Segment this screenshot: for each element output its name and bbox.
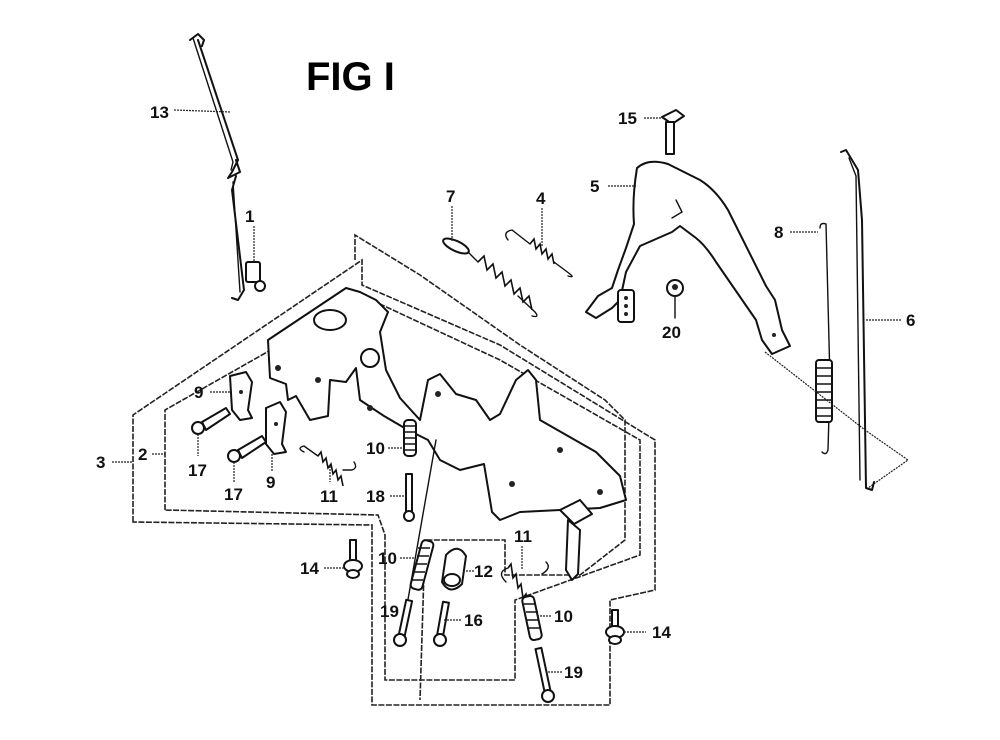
part-4-spring[interactable] [505, 229, 573, 278]
callout-1: 1 [245, 207, 254, 226]
part-17-screw-a[interactable] [191, 407, 231, 435]
callout-4: 4 [536, 189, 546, 208]
leader-lines [112, 109, 902, 673]
part-19-screw-b[interactable] [534, 646, 555, 703]
callout-18: 18 [366, 487, 385, 506]
part-11-spring-b[interactable] [500, 561, 549, 629]
part-6-rod[interactable] [840, 149, 875, 491]
callout-8: 8 [774, 223, 783, 242]
callout-labels: 13 1 7 4 15 5 8 6 20 3 2 9 9 17 17 11 10… [96, 103, 915, 682]
callout-16: 16 [464, 611, 483, 630]
part-10-spring-c[interactable] [521, 594, 543, 642]
callout-12: 12 [474, 562, 493, 581]
assembly-leader-5-6 [764, 351, 910, 489]
callout-5: 5 [590, 177, 599, 196]
part-12-collar[interactable] [441, 547, 467, 591]
group-outline-inner [354, 233, 626, 701]
callout-11-a: 11 [320, 487, 338, 506]
part-10-spring-a[interactable] [403, 419, 417, 457]
callout-19-b: 19 [564, 663, 583, 682]
part-5-control-lever[interactable] [585, 160, 791, 355]
callout-14-a: 14 [300, 559, 319, 578]
callout-19-a: 19 [380, 602, 399, 621]
callout-6: 6 [906, 311, 915, 330]
part-11-spring-a[interactable] [299, 445, 357, 487]
callout-9-a: 9 [194, 383, 203, 402]
callout-9-b: 9 [266, 473, 275, 492]
group-outline-3 [132, 258, 656, 706]
part-7-spring[interactable] [441, 236, 538, 318]
callout-10-c: 10 [554, 607, 573, 626]
part-14-bolt-b[interactable] [605, 609, 625, 645]
callout-15: 15 [618, 109, 637, 128]
part-9-clamp-b[interactable] [265, 401, 287, 455]
part-15-pin[interactable] [661, 109, 685, 155]
part-18-screw[interactable] [403, 473, 415, 522]
callout-10-a: 10 [366, 439, 385, 458]
callout-17-b: 17 [224, 485, 243, 504]
part-14-bolt-a[interactable] [343, 539, 363, 579]
part-control-bracket[interactable] [267, 287, 627, 646]
callout-13: 13 [150, 103, 169, 122]
part-9-clamp-a[interactable] [229, 371, 253, 421]
callout-14-b: 14 [652, 623, 671, 642]
part-16-screw[interactable] [433, 600, 450, 647]
callout-10-b: 10 [378, 549, 397, 568]
part-10-spring-b[interactable] [409, 539, 435, 591]
callout-11-b: 11 [514, 527, 532, 546]
callout-20: 20 [662, 323, 681, 342]
callout-2: 2 [138, 445, 147, 464]
part-13-governor-rod[interactable] [189, 33, 245, 301]
callout-17-a: 17 [188, 461, 207, 480]
part-8-rod-with-spring[interactable] [815, 222, 833, 455]
part-17-screw-b[interactable] [227, 435, 267, 463]
part-1-clip[interactable] [245, 261, 266, 292]
callout-7: 7 [446, 187, 455, 206]
callout-3: 3 [96, 453, 105, 472]
figure-title: FIG I [306, 55, 395, 99]
part-19-screw-a[interactable] [393, 598, 414, 647]
